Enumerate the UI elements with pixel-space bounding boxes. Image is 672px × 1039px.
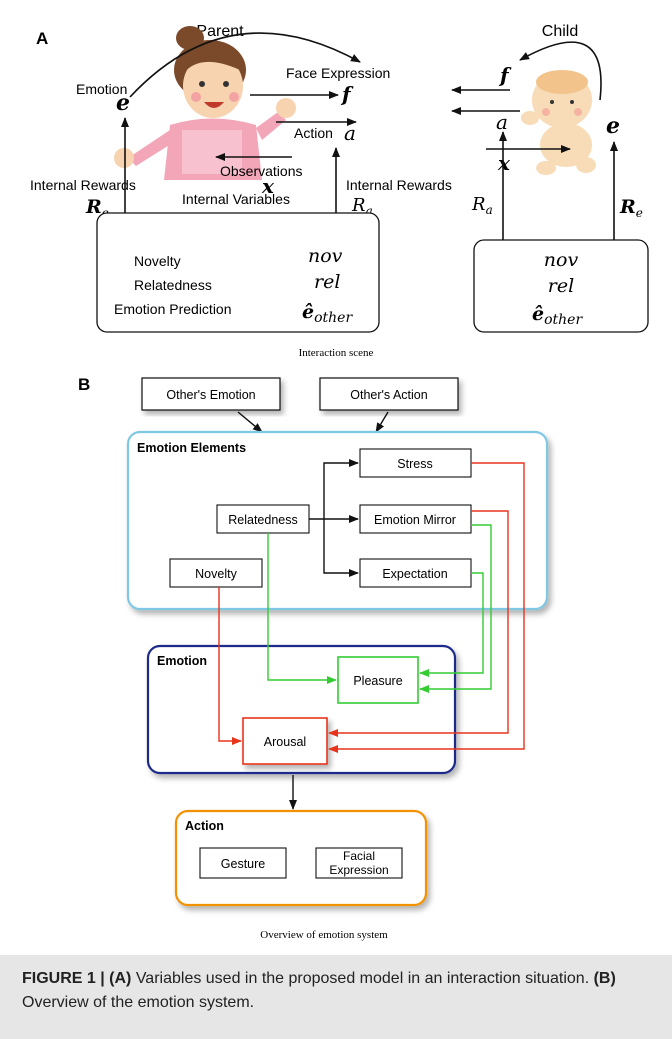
parent-face-symbol: f: [340, 82, 354, 106]
action-container: [174, 809, 428, 907]
arousal-text: Arousal: [264, 735, 306, 749]
emotion-title: Emotion: [157, 654, 207, 668]
child-var-e-hat: êother: [532, 303, 583, 328]
relatedness-text: Relatedness: [228, 513, 298, 527]
parent-observation-symbol: x: [261, 174, 275, 198]
internal-rewards-right-label: Internal Rewards: [346, 177, 452, 193]
child-var-nov: nov: [544, 249, 579, 271]
child-emotion-arc: [519, 41, 602, 101]
caption-band: [0, 955, 672, 1039]
expectation-box: [359, 558, 472, 588]
caption-b-text: Overview of the emotion system.: [22, 994, 255, 1011]
parent-emotion-symbol: e: [116, 90, 130, 116]
observations-label: Observations: [220, 163, 302, 179]
caption-a-tag: (A): [109, 970, 132, 987]
relatedness-box: [216, 504, 310, 534]
child-var-rel: rel: [548, 275, 574, 297]
facial-expression-line2: Expression: [329, 863, 388, 877]
child-emotion-symbol: e: [606, 113, 620, 139]
var-emotion-prediction: Emotion Prediction: [114, 301, 232, 317]
novelty-text: Novelty: [195, 567, 237, 581]
novelty-box: [169, 558, 263, 588]
figure-caption: FIGURE 1 | (A) Variables used in the pro…: [22, 967, 652, 1015]
parent-action-symbol: a: [344, 121, 356, 145]
pleasure-text: Pleasure: [353, 674, 402, 688]
emotion-mirror-box: [359, 504, 472, 534]
caption-b-tag: (B): [593, 970, 616, 987]
caption-prefix: FIGURE 1 |: [22, 970, 110, 987]
gesture-text: Gesture: [221, 857, 266, 871]
expectation-text: Expectation: [382, 567, 447, 581]
child-reward-a-symbol: Ra: [471, 194, 493, 217]
others-emotion-text: Other's Emotion: [166, 388, 255, 402]
panel-a-label: A: [36, 29, 48, 48]
child-reward-e-symbol: Re: [619, 196, 643, 220]
child-label: Child: [542, 23, 578, 40]
var-relatedness: Relatedness: [134, 277, 212, 293]
emotion-label: Emotion: [76, 81, 127, 97]
child-action-symbol: a: [496, 110, 508, 134]
parent-var-e-hat: êother: [302, 301, 353, 326]
child-variables-box: [473, 239, 649, 333]
emotion-elements-title: Emotion Elements: [137, 441, 246, 455]
internal-variables-label: Internal Variables: [182, 191, 290, 207]
action-label: Action: [294, 125, 333, 141]
child-face-symbol: f: [498, 63, 512, 87]
panel-b-caption: Overview of emotion system: [260, 929, 388, 941]
panel-b: B Other's Emotion Other's Action Emotion…: [78, 375, 549, 941]
others-emotion-box: [141, 377, 281, 411]
gesture-box: [199, 847, 287, 879]
parent-var-nov: nov: [308, 245, 343, 267]
child-illustration: [521, 70, 596, 175]
panel-b-label: B: [78, 375, 90, 394]
parent-var-rel: rel: [314, 271, 340, 293]
parent-illustration: [114, 26, 296, 180]
panel-a: A Parent Child: [30, 23, 649, 359]
face-expression-label: Face Expression: [286, 65, 390, 81]
emotion-mirror-text: Emotion Mirror: [374, 513, 456, 527]
parent-variables-box: [96, 212, 380, 333]
var-novelty: Novelty: [134, 253, 181, 269]
caption-a-text: Variables used in the proposed model in …: [131, 970, 594, 987]
pleasure-box: [337, 656, 419, 704]
facial-expression-line1: Facial: [343, 849, 375, 863]
action-title: Action: [185, 819, 224, 833]
facial-expression-box: [315, 847, 403, 879]
child-observation-symbol: x: [497, 151, 511, 175]
others-action-text: Other's Action: [350, 388, 427, 402]
internal-rewards-left-label: Internal Rewards: [30, 177, 136, 193]
others-action-box: [319, 377, 459, 411]
reward-a-symbol: Ra: [351, 195, 373, 218]
panel-a-caption: Interaction scene: [299, 347, 374, 359]
arousal-box: [242, 717, 328, 765]
stress-text: Stress: [397, 457, 432, 471]
